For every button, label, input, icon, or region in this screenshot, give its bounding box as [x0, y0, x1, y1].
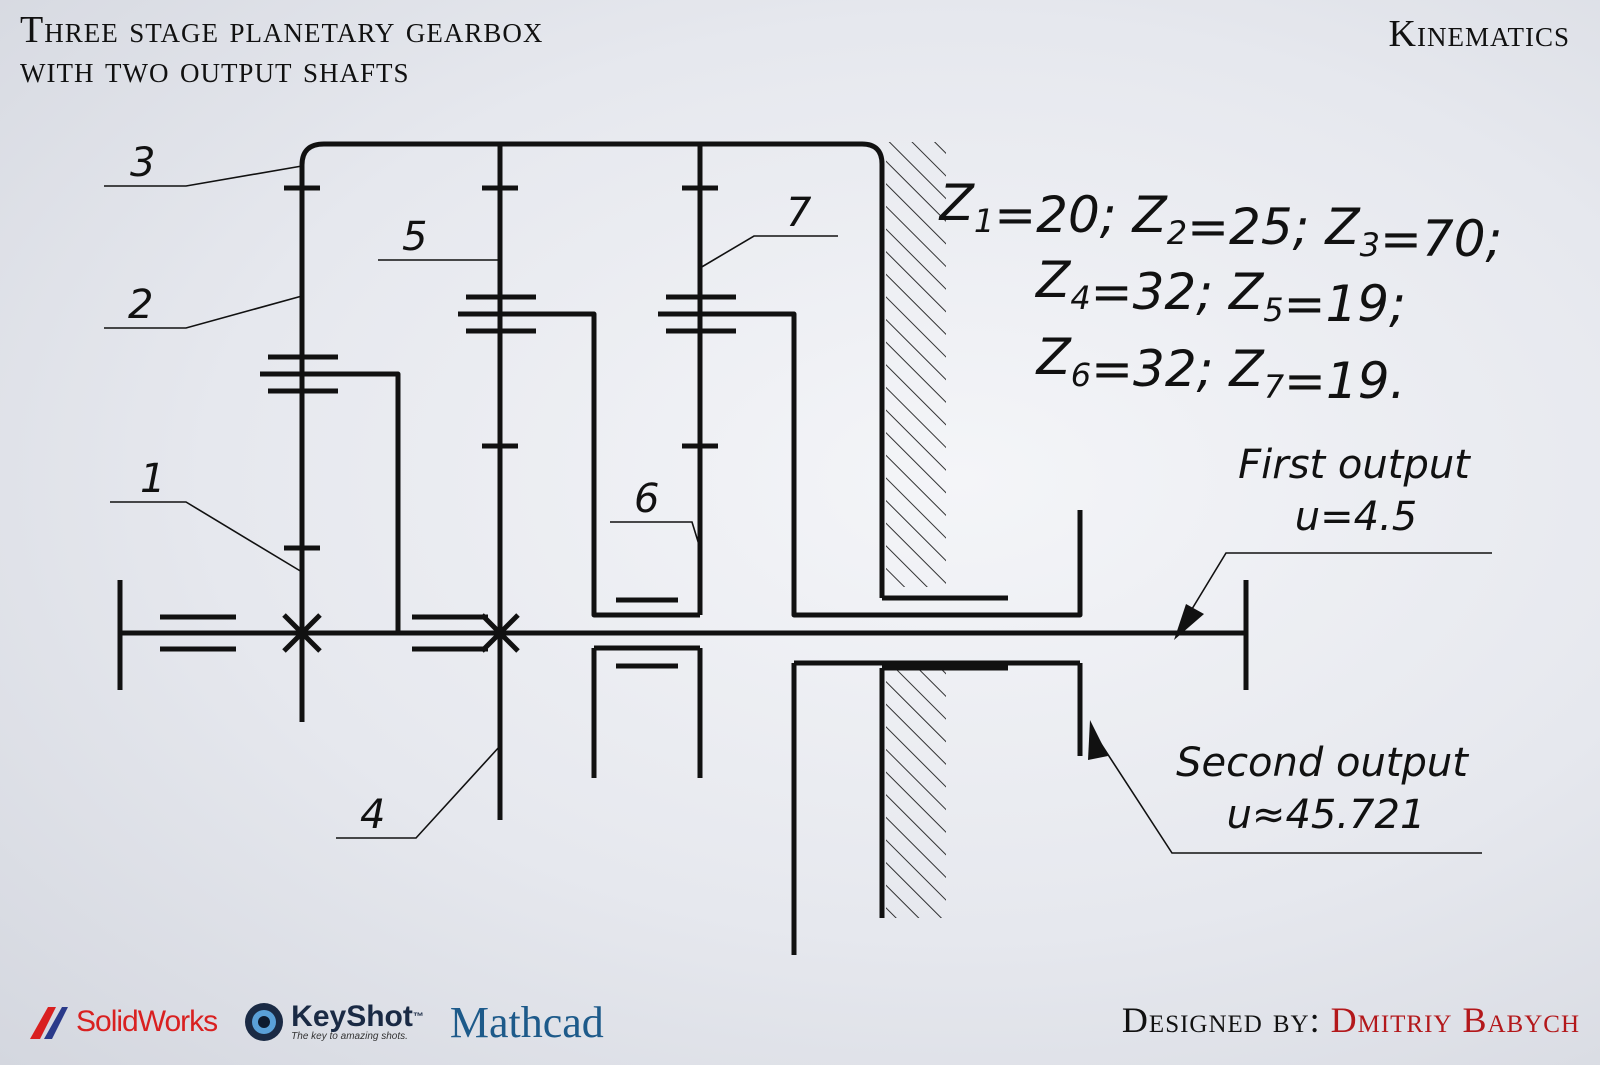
- leader-lines: [104, 165, 1492, 854]
- designer-credit: Designed by: Dmitriy Babych: [1122, 999, 1580, 1041]
- label-part-3: 3: [130, 140, 155, 186]
- teeth-equation-line-3: Z6=32; Z7=19.: [1035, 328, 1406, 410]
- label-part-6: 6: [634, 476, 659, 522]
- teeth-equation-line-2: Z4=32; Z5=19;: [1034, 251, 1406, 333]
- solidworks-text: SolidWorks: [76, 1005, 218, 1038]
- mathcad-logo: Mathcad: [449, 997, 604, 1047]
- label-part-2: 2: [128, 282, 153, 328]
- solidworks-logo: SolidWorks: [26, 999, 218, 1045]
- keyshot-wordmark: KeyShot™: [291, 999, 424, 1033]
- first-output-arrow: [1174, 604, 1204, 640]
- housing-hatch: [886, 142, 946, 918]
- label-part-5: 5: [402, 214, 427, 260]
- label-part-7: 7: [786, 190, 812, 236]
- first-output-ratio: u=4.5: [1295, 494, 1417, 540]
- title-line-1: Three stage planetary gearbox: [20, 9, 544, 51]
- teeth-equation-line-1: Z1=20; Z2=25; Z3=70;: [938, 174, 1503, 268]
- mechanism-lines: [117, 141, 1249, 955]
- keyshot-tagline: The key to amazing shots.: [291, 1030, 408, 1042]
- label-part-4: 4: [360, 792, 385, 838]
- first-output-label: First output: [1238, 442, 1471, 488]
- designed-by-label: Designed by:: [1121, 1000, 1321, 1040]
- ring-gear-frame: [299, 141, 885, 722]
- software-logos: SolidWorks KeyShot™ The key to amazing s…: [26, 997, 604, 1047]
- title-line-2: with two output shafts: [20, 49, 410, 91]
- keyshot-lens-icon: [245, 1003, 284, 1041]
- section-label: Kinematics: [1388, 13, 1570, 55]
- second-output-ratio: u≈45.721: [1227, 792, 1426, 838]
- designer-name: Dmitriy Babych: [1330, 1000, 1580, 1040]
- second-output-arrow: [1088, 720, 1108, 760]
- second-output-label: Second output: [1176, 740, 1469, 786]
- solidworks-ds-icon: [30, 1007, 68, 1039]
- keyshot-trademark: ™: [412, 1010, 424, 1023]
- label-part-1: 1: [140, 456, 165, 502]
- diagram-title: Three stage planetary gearbox with two o…: [20, 10, 543, 90]
- keyshot-logo: KeyShot™ The key to amazing shots.: [243, 1001, 424, 1043]
